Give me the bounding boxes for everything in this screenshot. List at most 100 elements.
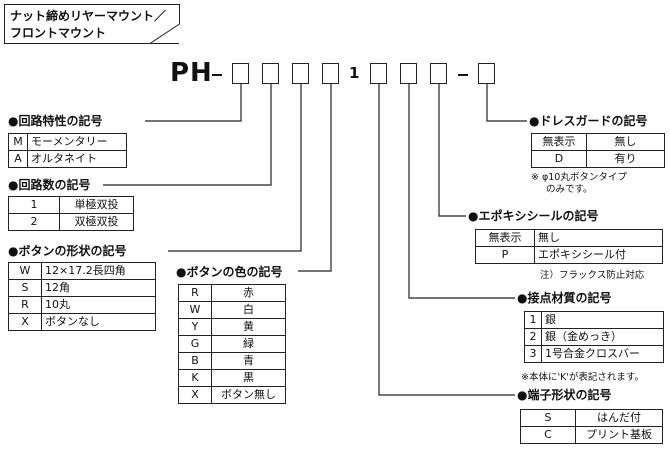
table-cell: 12×17.2長四角: [41, 262, 156, 280]
model-dash-1: [212, 74, 222, 76]
table-cell: W: [178, 301, 212, 319]
code-box-button-shape: [292, 63, 309, 84]
table-cell: B: [178, 352, 212, 370]
table-cell: Y: [178, 318, 212, 336]
code-box-circuit-char: [232, 63, 249, 84]
table-cell: S: [8, 279, 42, 297]
table-cell: 無し: [534, 229, 663, 247]
table-cell: W: [8, 262, 42, 280]
table-row: 2 双極双投: [8, 213, 134, 231]
code-box-circuit-num: [262, 63, 279, 84]
table-row: A オルタネイト: [8, 150, 127, 168]
table-cell: 無し: [586, 133, 665, 151]
table-cell: ボタンなし: [41, 313, 156, 331]
table-cell: G: [178, 335, 212, 353]
table-cell: エポキシシール付: [534, 246, 663, 264]
table-cell: 3: [524, 345, 542, 363]
model-fixed-digit: 1: [349, 64, 360, 82]
table-cell: 白: [211, 301, 286, 319]
button-shape-title: ●ボタンの形状の記号: [8, 244, 127, 258]
contact-title: ●接点材質の記号: [517, 291, 612, 305]
table-row: M モーメンタリー: [8, 133, 127, 151]
table-cell: 黄: [211, 318, 286, 336]
table-cell: 2: [524, 328, 542, 346]
table-cell: オルタネイト: [27, 150, 127, 168]
epoxy-title: ●エポキシシールの記号: [468, 209, 599, 223]
header-line-1: ナット締めリヤーマウント／: [10, 9, 167, 23]
table-cell: 10丸: [41, 296, 156, 314]
table-cell: P: [475, 246, 535, 264]
table-row: 1 単極双投: [8, 196, 134, 214]
table-cell: X: [178, 386, 212, 404]
terminal-title: ●端子形状の記号: [517, 388, 612, 402]
table-cell: R: [8, 296, 42, 314]
table-cell: 無表示: [475, 229, 535, 247]
table-cell: R: [178, 284, 212, 302]
table-cell: 青: [211, 352, 286, 370]
code-box-dress-guard: [478, 63, 495, 84]
circuit-num-table: 1 単極双投 2 双極双投: [8, 196, 134, 231]
circuit-char-title: ●回路特性の記号: [8, 114, 103, 128]
table-cell: X: [8, 313, 42, 331]
code-box-button-color: [322, 63, 339, 84]
table-cell: 1: [524, 311, 542, 329]
table-cell: A: [8, 150, 28, 168]
table-cell: 有り: [586, 150, 665, 168]
code-box-contact: [400, 63, 417, 84]
table-cell: 無表示: [531, 133, 587, 151]
table-cell: 双極双投: [59, 213, 134, 231]
table-cell: 2: [8, 213, 60, 231]
header-box: ナット締めリヤーマウント／ フロントマウント: [4, 4, 179, 44]
table-cell: 1: [8, 196, 60, 214]
dress-guard-note-2: のみです。: [546, 184, 593, 195]
header-corner: [150, 4, 180, 44]
dress-guard-title: ●ドレスガードの記号: [529, 114, 648, 128]
button-color-title: ●ボタンの色の記号: [176, 265, 283, 279]
table-cell: M: [8, 133, 28, 151]
table-cell: ボタン無し: [211, 386, 286, 404]
table-cell: 黒: [211, 369, 286, 387]
table-cell: プリント基板: [575, 426, 663, 444]
code-box-epoxy: [430, 63, 447, 84]
table-cell: D: [531, 150, 587, 168]
dress-guard-note-1: ※ φ10丸ボタンタイプ: [531, 172, 627, 183]
table-cell: 緑: [211, 335, 286, 353]
table-cell: モーメンタリー: [27, 133, 127, 151]
epoxy-note: 注）フラックス防止対応: [540, 270, 645, 281]
circuit-num-title: ●回路数の記号: [8, 178, 91, 192]
contact-note: ※本体に'K'が表記されます。: [521, 372, 644, 383]
model-prefix: PH: [170, 58, 213, 88]
table-row: 無表示無し: [531, 133, 665, 151]
header-line-2: フロントマウント: [10, 26, 107, 40]
table-cell: C: [520, 426, 576, 444]
table-cell: 銀: [541, 311, 664, 329]
table-cell: K: [178, 369, 212, 387]
table-cell: はんだ付: [575, 409, 663, 427]
table-cell: 銀（金めっき）: [541, 328, 664, 346]
table-cell: 12角: [41, 279, 156, 297]
